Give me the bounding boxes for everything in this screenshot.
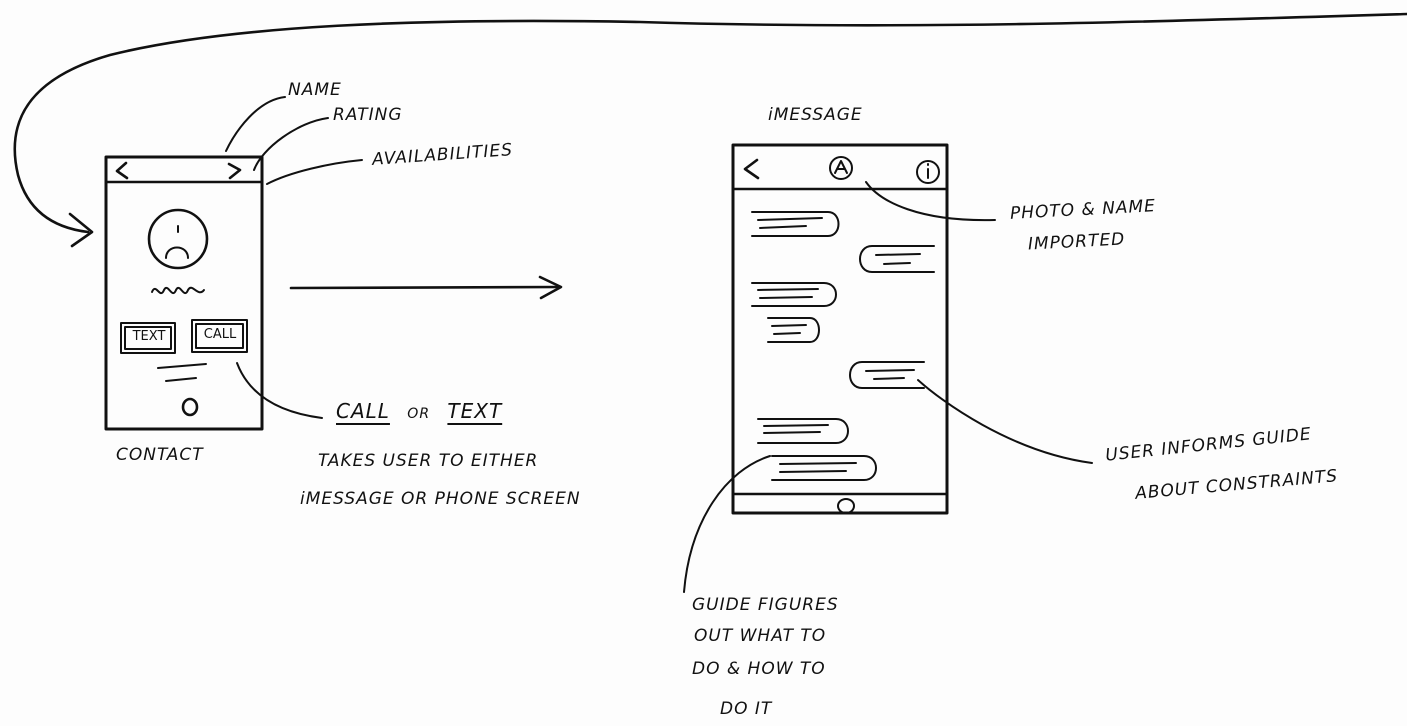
return-flow-arrow (13, 12, 1407, 234)
imessage-screen (731, 143, 949, 515)
imessage-back-chevron-icon[interactable] (743, 158, 760, 180)
contact-name-placeholder (151, 286, 205, 295)
rating-leader-line (253, 117, 329, 171)
message-bubble-received-1-text (757, 217, 823, 229)
photo-name-leader-line (865, 181, 996, 222)
flow-arrowhead (538, 275, 563, 300)
message-bubble-sent-2-text (865, 369, 915, 380)
flow-arrow (289, 285, 562, 290)
text-button-label[interactable]: TEXT (132, 329, 166, 344)
text-button-inner (124, 326, 172, 350)
guide-figures-leader-line (683, 455, 771, 593)
guide-figures-line-1: GUIDE FIGURES (692, 595, 839, 615)
message-bubble-sent-1-text (875, 253, 921, 265)
imessage-contact-initial (834, 160, 848, 174)
call-word: CALL (336, 399, 390, 423)
availabilities-leader-line (266, 159, 363, 185)
message-bubble-received-5-text (779, 462, 857, 473)
takes-user-line-1: TAKES USER TO EITHER (318, 451, 539, 471)
imessage-home-button-icon[interactable] (837, 498, 855, 514)
rating-annotation: RATING (333, 105, 403, 125)
takes-user-line-2: iMESSAGE OR PHONE SCREEN (300, 489, 581, 509)
text-button-outline[interactable] (120, 322, 176, 354)
message-bubble-sent-1 (859, 245, 935, 273)
call-or-text-annotation: CALL OR TEXT (336, 400, 502, 423)
text-word: TEXT (447, 399, 503, 423)
name-leader-line (225, 96, 286, 152)
call-button-outline[interactable] (191, 319, 248, 353)
call-button-inner (195, 323, 244, 349)
info-icon[interactable] (916, 160, 940, 184)
guide-figures-line-2: OUT WHAT TO (694, 626, 827, 646)
contact-detail-line-1 (157, 363, 207, 369)
message-bubble-received-2 (751, 282, 837, 307)
contact-screen-title: CONTACT (116, 445, 204, 465)
message-bubble-received-3 (767, 317, 820, 343)
message-bubble-received-4 (757, 418, 849, 444)
message-bubble-received-4-text (763, 424, 829, 434)
message-bubble-received-5 (771, 455, 877, 481)
contact-forward-chevron-icon[interactable] (227, 162, 242, 180)
message-bubble-received-3-text (771, 324, 807, 335)
contact-screen (104, 155, 264, 431)
contact-avatar-sad-mouth (165, 246, 189, 259)
guide-figures-line-4: DO IT (720, 699, 773, 719)
message-bubble-received-1 (751, 211, 840, 237)
guide-figures-line-3: DO & HOW TO (692, 659, 826, 679)
call-button-label[interactable]: CALL (203, 327, 237, 342)
message-bubble-sent-2 (849, 361, 925, 389)
contact-phone-frame (104, 155, 264, 431)
contact-detail-line-2 (165, 377, 197, 382)
return-flow-arrowhead (68, 212, 94, 248)
imessage-screen-title: iMESSAGE (768, 105, 863, 125)
or-word: OR (407, 406, 431, 422)
contact-back-chevron-icon[interactable] (115, 161, 129, 180)
message-bubble-received-2-text (757, 288, 819, 299)
imessage-phone-frame (731, 143, 949, 515)
name-annotation: NAME (288, 80, 342, 100)
call-or-text-leader-line (236, 362, 323, 419)
user-informs-leader-line (917, 379, 1093, 464)
contact-home-button-icon[interactable] (181, 397, 199, 417)
contact-avatar-icon (147, 208, 209, 270)
imessage-contact-photo-icon[interactable] (829, 156, 853, 180)
